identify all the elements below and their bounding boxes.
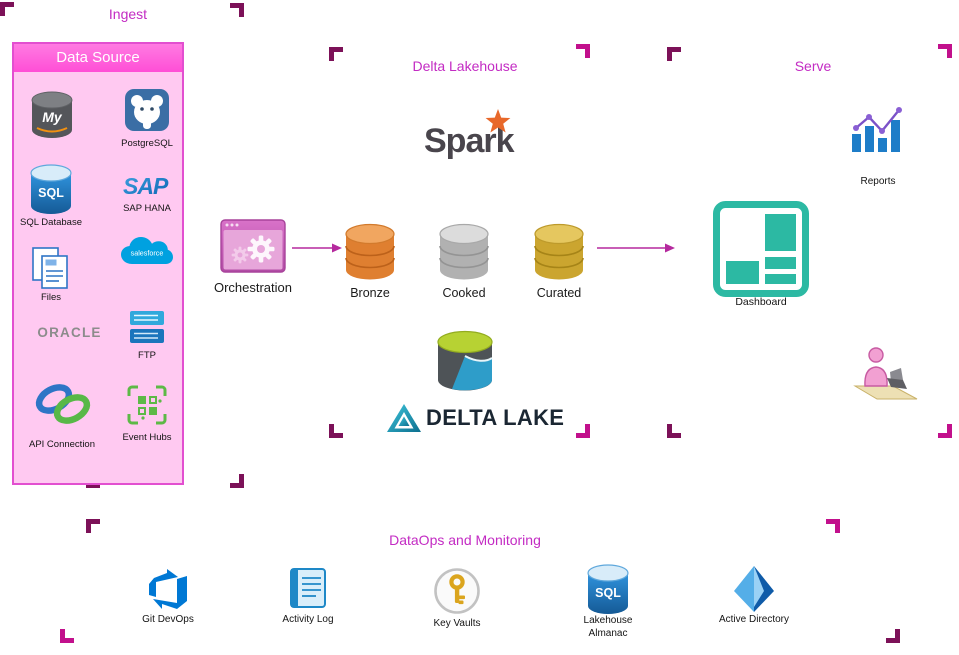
key-vaults-icon bbox=[433, 566, 481, 616]
dashboard-label: Dashboard bbox=[735, 296, 787, 308]
reports-label: Reports bbox=[860, 176, 896, 187]
git-devops-label: Git DevOps bbox=[142, 614, 194, 625]
bracket-lakehouse-tl bbox=[329, 47, 343, 61]
bracket-lakehouse-tr bbox=[576, 44, 590, 58]
sap-hana-icon: SAP bbox=[121, 172, 175, 200]
api-connection-label: API Connection bbox=[28, 439, 95, 450]
active-directory-label: Active Directory bbox=[718, 614, 789, 625]
section-label-serve: Serve bbox=[794, 58, 832, 74]
curated-cylinder-icon bbox=[533, 223, 585, 283]
arrow-orchestration-to-bronze-icon bbox=[292, 243, 342, 253]
spark-star-icon bbox=[484, 108, 512, 136]
curated-label: Curated bbox=[536, 286, 582, 300]
bracket-dataops-tr bbox=[826, 519, 840, 533]
postgresql-icon bbox=[124, 88, 170, 132]
sap-hana-label: SAP HANA bbox=[123, 203, 171, 214]
cooked-cylinder-icon bbox=[438, 223, 490, 283]
bracket-dataops-tl bbox=[86, 519, 100, 533]
orchestration-label: Orchestration bbox=[213, 280, 293, 295]
section-label-delta-lakehouse: Delta Lakehouse bbox=[412, 58, 518, 74]
arrow-curated-to-dashboard-icon bbox=[597, 243, 675, 253]
lakehouse-almanac-label: Lakehouse Almanac bbox=[583, 615, 633, 639]
bracket-serve-tl bbox=[667, 47, 681, 61]
reports-icon bbox=[847, 104, 909, 156]
activity-log-label: Activity Log bbox=[282, 614, 334, 625]
delta-lake-logo-icon bbox=[386, 403, 422, 433]
files-icon bbox=[29, 245, 73, 293]
oracle-logo-text: ORACLE bbox=[37, 325, 102, 340]
bracket-lakehouse-br bbox=[576, 424, 590, 438]
bracket-dataops-br bbox=[886, 629, 900, 643]
bracket-dataops-bl bbox=[60, 629, 74, 643]
bracket-ingest-tl bbox=[0, 2, 14, 16]
bracket-ingest-br bbox=[230, 474, 244, 488]
files-label: Files bbox=[40, 292, 62, 303]
git-devops-icon bbox=[146, 568, 190, 612]
section-label-ingest: Ingest bbox=[108, 6, 148, 22]
bracket-serve-bl bbox=[667, 424, 681, 438]
bracket-serve-tr bbox=[938, 44, 952, 58]
data-source-panel: Data Source My PostgreSQL bbox=[12, 42, 184, 485]
gear-small-icon bbox=[231, 246, 249, 264]
cooked-label: Cooked bbox=[442, 286, 486, 300]
analyst-person-icon bbox=[845, 342, 925, 404]
delta-lake-icon bbox=[436, 330, 494, 394]
ftp-icon bbox=[128, 308, 166, 348]
api-connection-icon bbox=[31, 380, 95, 428]
ftp-label: FTP bbox=[138, 350, 156, 361]
delta-lake-logo-text: DELTA LAKE bbox=[426, 405, 565, 430]
postgresql-label: PostgreSQL bbox=[121, 138, 173, 149]
bronze-label: Bronze bbox=[350, 286, 390, 300]
bracket-lakehouse-bl bbox=[329, 424, 343, 438]
orchestration-icon bbox=[220, 219, 286, 273]
data-source-panel-title: Data Source bbox=[14, 44, 182, 72]
salesforce-icon: salesforce bbox=[119, 234, 175, 268]
event-hubs-label: Event Hubs bbox=[122, 432, 172, 443]
key-vaults-label: Key Vaults bbox=[433, 618, 481, 629]
salesforce-icon-text: salesforce bbox=[131, 249, 164, 258]
dashboard-icon bbox=[713, 201, 809, 297]
sap-icon-text: SAP bbox=[123, 173, 169, 199]
sql-database-label: SQL Database bbox=[20, 217, 82, 228]
sql-database-icon: SQL bbox=[29, 164, 73, 216]
mysql-icon: My bbox=[29, 90, 75, 140]
active-directory-icon bbox=[731, 563, 777, 615]
activity-log-icon bbox=[288, 566, 328, 610]
sql-database-icon-text: SQL bbox=[38, 186, 64, 200]
gear-large-icon bbox=[247, 235, 275, 263]
bracket-serve-br bbox=[938, 424, 952, 438]
lakehouse-almanac-icon: SQL bbox=[586, 564, 630, 616]
bracket-ingest-tr bbox=[230, 3, 244, 17]
section-label-dataops: DataOps and Monitoring bbox=[389, 532, 541, 548]
mysql-icon-text: My bbox=[42, 109, 63, 125]
bronze-cylinder-icon bbox=[344, 223, 396, 283]
lakehouse-almanac-icon-text: SQL bbox=[595, 586, 621, 600]
event-hubs-icon bbox=[126, 384, 168, 426]
